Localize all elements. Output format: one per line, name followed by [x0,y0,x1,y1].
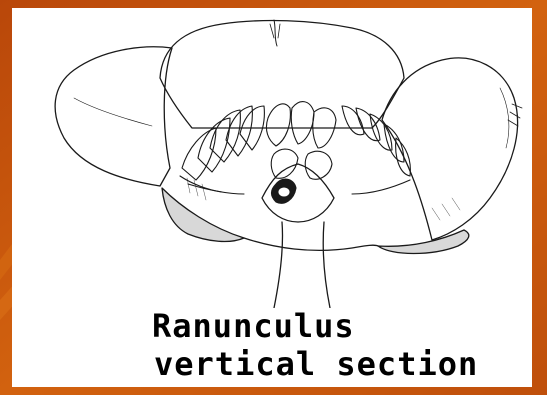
stem [274,222,330,308]
caption-line-2: vertical section [154,346,514,382]
left-sepal [162,188,244,241]
carpels [266,102,336,204]
right-sepal [378,230,469,254]
central-petal [160,21,404,128]
ranunculus-section-illustration [12,8,532,308]
caption-line-1: Ranunculus [152,308,512,344]
stamens-left [180,106,264,194]
figure-panel: Ranunculus vertical section [12,8,532,387]
left-petal [55,47,172,186]
